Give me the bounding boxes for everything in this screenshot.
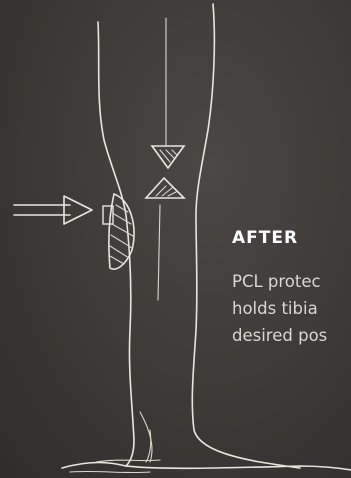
toe-lines	[70, 430, 160, 473]
horizontal-arrow-icon	[14, 196, 92, 224]
caption-line-2: holds tibia	[232, 295, 351, 322]
caption-block: AFTER PCL protec holds tibia desired pos	[232, 228, 351, 349]
caption-line-1: PCL protec	[232, 268, 351, 295]
down-triangle-icon	[152, 146, 184, 168]
brace-pad-icon	[103, 194, 134, 269]
up-triangle-icon	[146, 178, 184, 198]
ankle-line	[140, 412, 152, 462]
caption-heading: AFTER	[232, 228, 351, 248]
leg-back-outline	[98, 22, 134, 466]
caption-line-3: desired pos	[232, 322, 351, 349]
foot-sole	[62, 463, 351, 471]
